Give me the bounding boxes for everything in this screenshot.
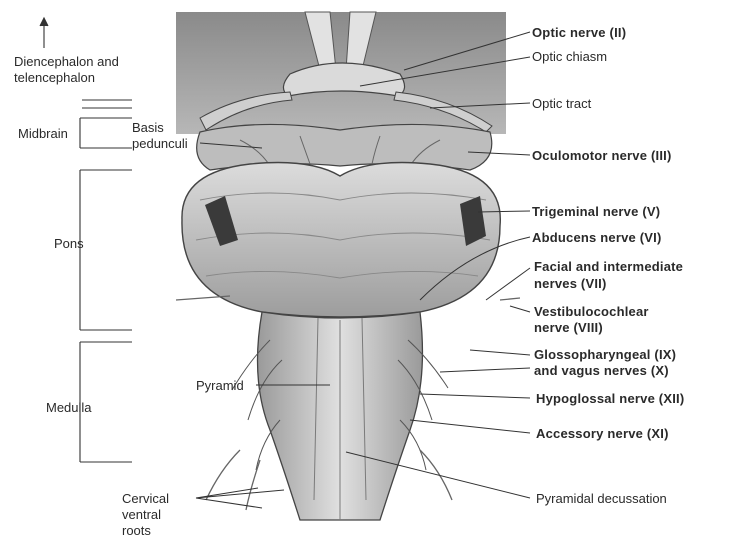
region-label-pons: Pons [54, 236, 84, 251]
label-pyramidal-decussation: Pyramidal decussation [536, 491, 667, 506]
label-pedunculi: pedunculi [132, 136, 188, 151]
region-label-medulla: Medulla [46, 400, 92, 415]
label-vestibulocochlear-nerve: nerve (VIII) [534, 320, 603, 335]
label-optic-tract: Optic tract [532, 96, 591, 111]
label-vestibulocochlear: Vestibulocochlear [534, 304, 649, 319]
label-roots: roots [122, 523, 151, 538]
label-facial: Facial and intermediate [534, 259, 683, 274]
label-optic-chiasm: Optic chiasm [532, 49, 607, 64]
label-facial-nerves: nerves (VII) [534, 276, 607, 291]
cerebral-peduncles [197, 124, 492, 170]
label-optic-nerve: Optic nerve (II) [532, 25, 626, 40]
label-accessory: Accessory nerve (XI) [536, 426, 669, 441]
label-trigeminal: Trigeminal nerve (V) [532, 204, 660, 219]
label-hypoglossal: Hypoglossal nerve (XII) [536, 391, 684, 406]
label-pyramid: Pyramid [196, 378, 244, 393]
label-glossopharyngeal: Glossopharyngeal (IX) [534, 347, 676, 362]
label-basis: Basis [132, 120, 164, 135]
region-label-midbrain: Midbrain [18, 126, 68, 141]
label-vagus: and vagus nerves (X) [534, 363, 669, 378]
label-abducens: Abducens nerve (VI) [532, 230, 662, 245]
label-cervical: Cervical [122, 491, 169, 506]
region-label-diencephalon: Diencephalon and [14, 54, 119, 69]
region-label-telencephalon: telencephalon [14, 70, 95, 85]
label-oculomotor: Oculomotor nerve (III) [532, 148, 671, 163]
label-ventral: ventral [122, 507, 161, 522]
